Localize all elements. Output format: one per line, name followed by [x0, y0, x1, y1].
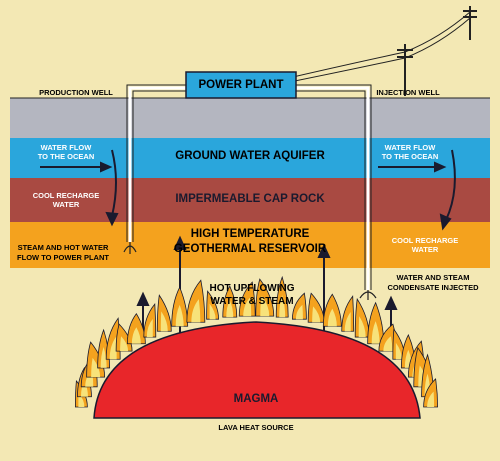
flame-core [91, 357, 101, 378]
upflow-arrows [136, 235, 398, 340]
lava-heat-source-label: LAVA HEAT SOURCE [218, 423, 294, 432]
reservoir-layer [10, 222, 490, 268]
reservoir-label-line1: HIGH TEMPERATURE [190, 228, 310, 240]
power-poles [397, 6, 477, 96]
flame-core [312, 306, 321, 323]
injection-well-label: INJECTION WELL [376, 88, 440, 97]
flame-core [160, 311, 168, 332]
flame-core [383, 336, 393, 352]
flame [206, 290, 220, 320]
water-flow-left-label-line2: TO THE OCEAN [37, 152, 95, 161]
steam-hot-water-label-line1: STEAM AND HOT WATER [17, 243, 109, 252]
steam-hot-water-label-line2: FLOW TO POWER PLANT [17, 253, 109, 262]
flame-core [358, 316, 366, 338]
hot-upflowing-label-line1: HOT UPFLOWING [209, 283, 295, 294]
ground-water-aquifer-label: GROUND WATER AQUIFER [175, 150, 325, 162]
flame-core [131, 327, 141, 344]
flame-core [209, 303, 216, 320]
flame-core [120, 336, 129, 352]
flame [115, 323, 133, 352]
flame [238, 281, 256, 317]
magma-dome [93, 321, 421, 419]
flame-core [175, 304, 184, 327]
surface-layer [10, 98, 490, 138]
cool-recharge-left-label-line2: WATER [52, 200, 80, 209]
injection-well-tip [359, 290, 377, 300]
flame-core [100, 347, 107, 368]
flame-core [371, 321, 380, 344]
recharge-right-arrow [439, 149, 456, 231]
power-plant-box [185, 71, 297, 99]
water-flow-right-label-line1: WATER FLOW [384, 143, 436, 152]
water-flow-left-arrow [40, 161, 113, 173]
aquifer-layer [10, 138, 490, 178]
cap-rock-layer [10, 178, 490, 222]
water-flow-right-label-line2: TO THE OCEAN [381, 152, 439, 161]
flame-core [191, 299, 201, 323]
water-flow-left-label-line1: WATER FLOW [40, 143, 92, 152]
flame-core [295, 304, 303, 320]
flame-core [226, 300, 234, 318]
flame [423, 378, 439, 408]
flame [255, 278, 275, 317]
production-well-tip [123, 242, 137, 254]
cool-recharge-left-label-line1: COOL RECHARGE [32, 191, 100, 200]
condensate-label-line2: CONDENSATE INJECTED [387, 283, 479, 292]
flame [291, 292, 307, 320]
flame-core [80, 380, 88, 397]
flame [156, 294, 172, 332]
flame-core [243, 297, 252, 317]
hot-upflowing-label-line2: WATER & STEAM [210, 296, 294, 307]
flame-core [260, 295, 270, 317]
flame [341, 295, 355, 332]
flame-core [146, 318, 153, 338]
flame-core [327, 308, 337, 327]
impermeable-cap-rock-label: IMPERMEABLE CAP ROCK [175, 193, 325, 205]
flames [74, 275, 439, 408]
power-plant-label: POWER PLANT [198, 79, 284, 91]
flame-core [427, 391, 435, 407]
cool-recharge-right-label-line2: WATER [411, 245, 439, 254]
cool-recharge-right-label-line1: COOL RECHARGE [391, 236, 459, 245]
magma-label: MAGMA [233, 393, 279, 405]
flame [186, 279, 206, 323]
flame-core [395, 342, 402, 360]
flame [86, 341, 106, 378]
condensate-label-line1: WATER AND STEAM [396, 273, 470, 282]
flame-core [344, 311, 351, 332]
injection-well-pipe [294, 86, 370, 290]
recharge-left-arrow [105, 149, 119, 227]
production-well-label: PRODUCTION WELL [39, 88, 113, 97]
reservoir-label-line2: GEOTHERMAL RESERVOIR [173, 243, 327, 255]
water-flow-right-arrow [378, 161, 447, 173]
production-well-pipe [128, 86, 188, 242]
flame-core [279, 295, 286, 318]
flame-core [109, 336, 117, 360]
